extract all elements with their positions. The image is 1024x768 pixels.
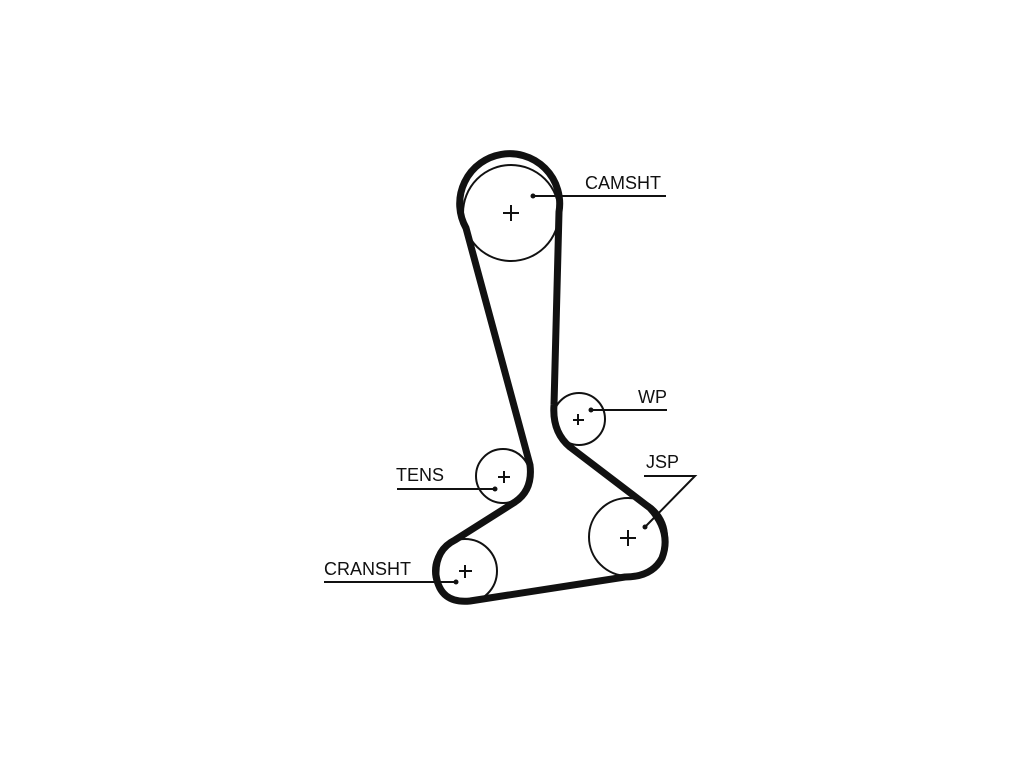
- jackshaft-leader-line: [644, 475, 698, 528]
- camshaft-label: CAMSHT: [585, 173, 661, 193]
- timing-belt: [432, 150, 669, 605]
- water-pump-center-cross: [573, 414, 584, 425]
- camshaft-center-cross: [503, 205, 519, 221]
- tensioner-center-cross: [498, 471, 510, 483]
- crankshaft-label: CRANSHT: [324, 559, 411, 579]
- jackshaft-label: JSP: [646, 452, 679, 472]
- jackshaft-center-cross: [620, 530, 636, 546]
- crankshaft-center-cross: [459, 565, 472, 578]
- water-pump-label: WP: [638, 387, 667, 407]
- tensioner-label: TENS: [396, 465, 444, 485]
